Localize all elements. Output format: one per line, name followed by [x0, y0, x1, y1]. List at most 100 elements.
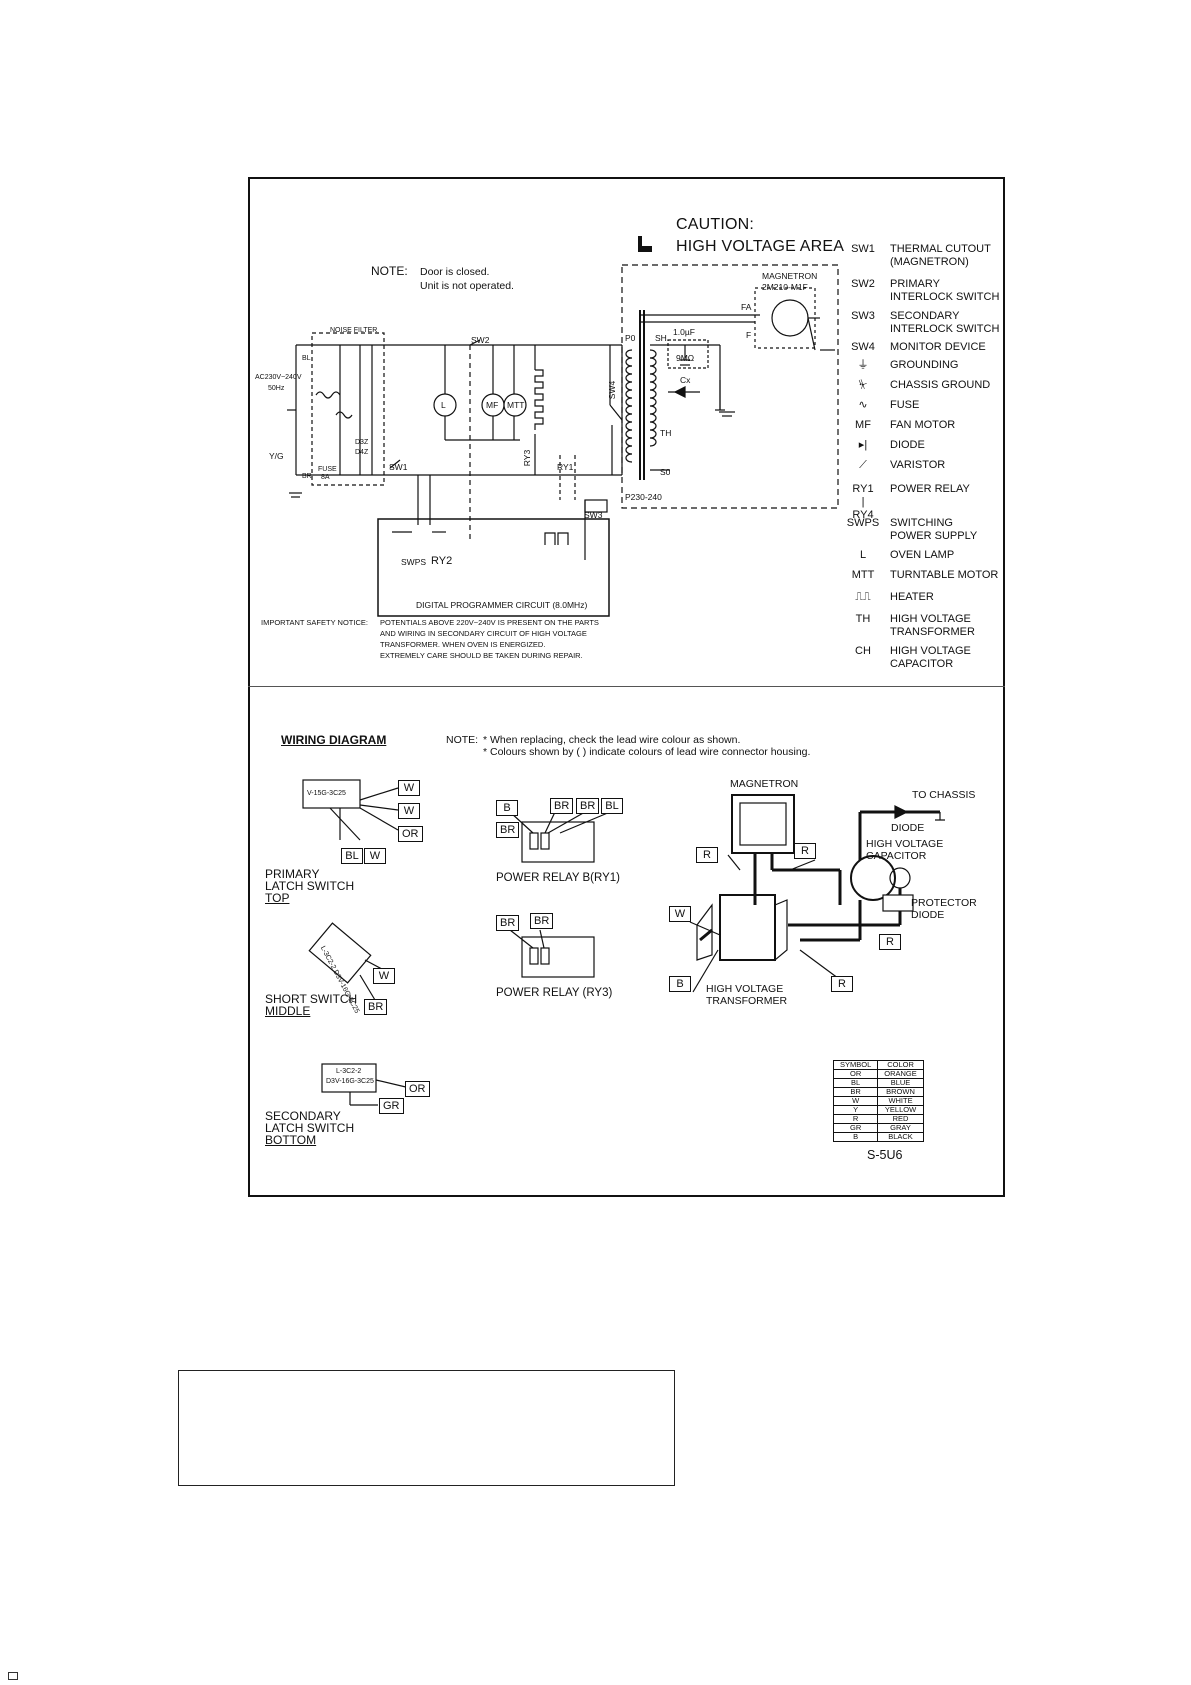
power-relay-b-label: POWER RELAY B(RY1) — [496, 872, 620, 884]
relay-b-wire-tag: B — [496, 800, 518, 816]
resistor-value: 9MΩ — [676, 353, 695, 363]
safety-line-3: TRANSFORMER. WHEN OVEN IS ENERGIZED. — [380, 640, 546, 649]
turntable-motor-symbol: MTT — [507, 400, 525, 410]
ac-supply-voltage: AC230V~240V — [255, 374, 302, 381]
legend-description: FUSE — [890, 399, 920, 411]
th-label: TH — [660, 428, 672, 438]
secondary-wire-tag: OR — [405, 1081, 430, 1097]
to-chassis-label: TO CHASSIS — [912, 789, 976, 801]
protector-diode-label-2: DIODE — [911, 909, 945, 921]
safety-line-2: AND WIRING IN SECONDARY CIRCUIT OF HIGH … — [380, 629, 587, 638]
legend-symbol: ⏧ — [858, 379, 868, 391]
legend-description: HIGH VOLTAGE TRANSFORMER — [890, 613, 975, 638]
magnetron-label: MAGNETRON — [762, 271, 818, 281]
capacitor-value: 1.0µF — [673, 327, 695, 337]
programmer-label: DIGITAL PROGRAMMER CIRCUIT (8.0MHz) — [416, 600, 588, 610]
high-voltage-area-boundary — [621, 264, 839, 509]
relay-b-wire-tag: BR — [496, 822, 520, 838]
fa-label: FA — [741, 302, 752, 312]
noise-filter-label: NOISE FILTER — [330, 327, 378, 334]
primary-wire-tag: W — [364, 848, 386, 864]
secondary-latch-label-3: BOTTOM — [265, 1133, 317, 1147]
short-switch-label-1: SHORT SWITCH — [265, 992, 358, 1006]
diode-label: DIODE — [891, 822, 925, 834]
legend-description: FAN MOTOR — [890, 419, 956, 431]
safety-line-4: EXTREMELY CARE SHOULD BE TAKEN DURING RE… — [380, 651, 583, 660]
wiring-diagram-title: WIRING DIAGRAM — [281, 733, 387, 747]
sw2-label: SW2 — [471, 335, 490, 345]
color-symbol-cell: B — [832, 1132, 879, 1142]
wiring-note-line-1: * When replacing, check the lead wire co… — [483, 734, 741, 746]
bl-terminal-label: BL — [302, 355, 311, 362]
legend-symbol: CH — [855, 645, 871, 657]
legend-symbol: ▸| — [858, 439, 868, 451]
legend-symbol: ⎍⎍ — [855, 591, 871, 603]
legend-symbol: MF — [855, 419, 871, 431]
secondary-wire-tag: GR — [379, 1098, 404, 1114]
legend-symbol: MTT — [851, 569, 875, 581]
legend-symbol: ∿ — [858, 399, 868, 411]
legend-description: SECONDARY INTERLOCK SWITCH — [890, 310, 1000, 335]
hv-wire-tag: R — [794, 843, 816, 859]
page-corner-mark — [8, 1672, 18, 1680]
legend-symbol: RY1 | RY4 — [852, 483, 874, 521]
safety-notice-label: IMPORTANT SAFETY NOTICE: — [261, 618, 368, 627]
primary-latch-label-3: TOP — [265, 891, 290, 905]
secondary-latch-label-2: LATCH SWITCH — [265, 1121, 355, 1135]
legend-description: POWER RELAY — [890, 483, 970, 495]
blank-note-box — [178, 1370, 675, 1486]
sh-label: SH — [655, 333, 667, 343]
sw3-label: SW3 — [584, 510, 603, 520]
br-terminal-label: BR — [302, 473, 312, 480]
wiring-note-label: NOTE: — [446, 734, 479, 746]
legend-symbol: ⟋ — [859, 459, 867, 471]
caution-label: CAUTION: — [676, 216, 755, 233]
relay-3-wire-tag: BR — [496, 915, 520, 931]
swps-label: SWPS — [401, 557, 427, 567]
section-divider — [248, 686, 1005, 687]
primary-wire-tag: BL — [341, 848, 363, 864]
f-label: F — [746, 330, 752, 340]
wiring-magnetron-label: MAGNETRON — [730, 778, 799, 790]
hv-wire-tag: R — [831, 976, 853, 992]
hv-transformer-label-1: HIGH VOLTAGE — [706, 983, 784, 995]
primary-wire-tag: W — [398, 780, 420, 796]
note-label: NOTE: — [371, 264, 408, 278]
legend-description: VARISTOR — [890, 459, 946, 471]
primary-wire-tag: OR — [398, 826, 423, 842]
primary-latch-label-1: PRIMARY — [265, 867, 320, 881]
legend-description: SWITCHING POWER SUPPLY — [890, 517, 978, 542]
legend-description: GROUNDING — [890, 359, 959, 371]
d4z-label: D4Z — [355, 449, 369, 456]
wiring-note-line-2: * Colours shown by ( ) indicate colours … — [483, 746, 811, 758]
p0-label: P0 — [625, 333, 636, 343]
ry1-label: RY1 — [557, 462, 574, 472]
high-voltage-area-label: HIGH VOLTAGE AREA — [676, 238, 845, 255]
hv-wire-tag: R — [696, 847, 718, 863]
legend-description: TURNTABLE MOTOR — [890, 569, 999, 581]
legend-symbol: TH — [855, 613, 871, 625]
hv-transformer-label-2: TRANSFORMER — [706, 995, 788, 1007]
protector-diode-label-1: PROTECTOR — [911, 897, 977, 909]
legend-symbol: SW2 — [851, 278, 875, 290]
legend-description: PRIMARY INTERLOCK SWITCH — [890, 278, 1000, 303]
legend-description: THERMAL CUTOUT (MAGNETRON) — [890, 243, 991, 268]
primary-latch-label-2: LATCH SWITCH — [265, 879, 355, 893]
d3z-label: D3Z — [355, 439, 369, 446]
legend-symbol: SW3 — [851, 310, 875, 322]
note-line-1: Door is closed. — [420, 266, 490, 278]
oven-lamp-symbol: L — [441, 400, 446, 410]
short-wire-tag: BR — [364, 999, 388, 1015]
hv-wire-tag: W — [669, 906, 691, 922]
hv-capacitor-label-2: CAPACITOR — [866, 850, 927, 862]
secondary-latch-label-1: SECONDARY — [265, 1109, 341, 1123]
legend-description: CHASSIS GROUND — [890, 379, 991, 391]
transformer-tap-label: P230-240 — [625, 492, 662, 502]
legend-symbol: SWPS — [846, 517, 880, 529]
relay-b-wire-tag: BR — [576, 798, 600, 814]
secondary-switch-part-number-2: D3V-16G-3C25 — [326, 1078, 374, 1085]
fan-motor-symbol: MF — [486, 400, 499, 410]
model-number: S-5U6 — [867, 1148, 903, 1162]
